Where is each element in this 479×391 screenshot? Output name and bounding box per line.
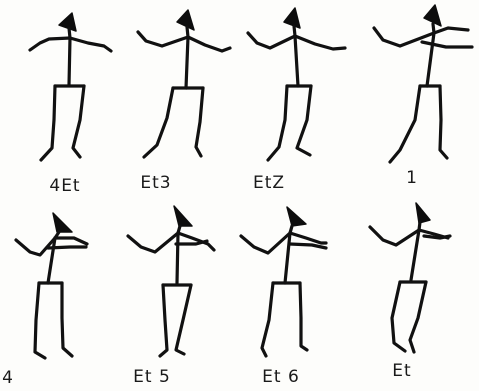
figure-arm <box>176 241 207 244</box>
figure-leg <box>35 283 45 358</box>
figure-arm <box>424 236 450 238</box>
figure-arm <box>178 233 214 250</box>
figure-leg <box>268 86 287 160</box>
stick-figure-2 <box>138 10 230 157</box>
figure-leg <box>410 282 426 352</box>
figure-head <box>53 213 72 232</box>
pose-label-4: 1 <box>377 168 447 188</box>
stick-figure-8 <box>370 203 450 352</box>
stick-figure-7 <box>241 207 326 356</box>
pose-label-1: 4Et <box>30 176 100 196</box>
pose-label-8: Et <box>367 361 437 381</box>
figure-leg <box>297 86 311 155</box>
stick-figure-3 <box>248 8 345 160</box>
figure-arm <box>434 28 468 33</box>
figure-leg <box>390 86 420 162</box>
figure-leg <box>392 282 405 351</box>
figure-head <box>174 206 192 226</box>
figure-torso <box>186 37 188 88</box>
pose-label-5: 4 <box>0 368 43 388</box>
figure-torso <box>411 230 419 280</box>
figure-torso <box>177 233 178 283</box>
figure-arm <box>241 233 290 253</box>
figure-arm <box>370 227 419 245</box>
stick-figure-4 <box>374 5 472 162</box>
figure-arm <box>422 42 472 47</box>
figure-leg <box>144 88 173 157</box>
stick-figure-6 <box>128 206 214 356</box>
figure-torso <box>295 36 298 86</box>
figure-leg <box>160 285 167 356</box>
pose-label-3: EtZ <box>234 173 304 193</box>
figure-head <box>287 207 306 226</box>
figure-leg <box>176 285 191 354</box>
figure-arm <box>290 244 326 248</box>
figure-leg <box>196 88 203 156</box>
figure-torso <box>427 33 434 86</box>
figure-leg <box>300 283 307 350</box>
figure-arm <box>128 233 178 252</box>
figure-arm <box>290 233 326 243</box>
figure-torso <box>69 38 70 85</box>
figure-arm <box>55 238 87 244</box>
figure-head <box>416 203 430 223</box>
figure-leg <box>62 283 72 356</box>
pose-label-7: Et 6 <box>246 367 316 387</box>
figure-leg <box>440 86 447 158</box>
figure-head <box>284 8 300 28</box>
figure-leg <box>262 283 273 356</box>
figure-torso <box>285 233 290 283</box>
pose-label-2: Et3 <box>121 173 191 193</box>
stick-figure-5 <box>16 213 87 358</box>
figure-arm <box>138 32 230 51</box>
pose-label-6: Et 5 <box>117 367 187 387</box>
figure-leg <box>41 86 55 160</box>
figure-leg <box>73 86 84 157</box>
stick-figure-1 <box>30 13 111 160</box>
